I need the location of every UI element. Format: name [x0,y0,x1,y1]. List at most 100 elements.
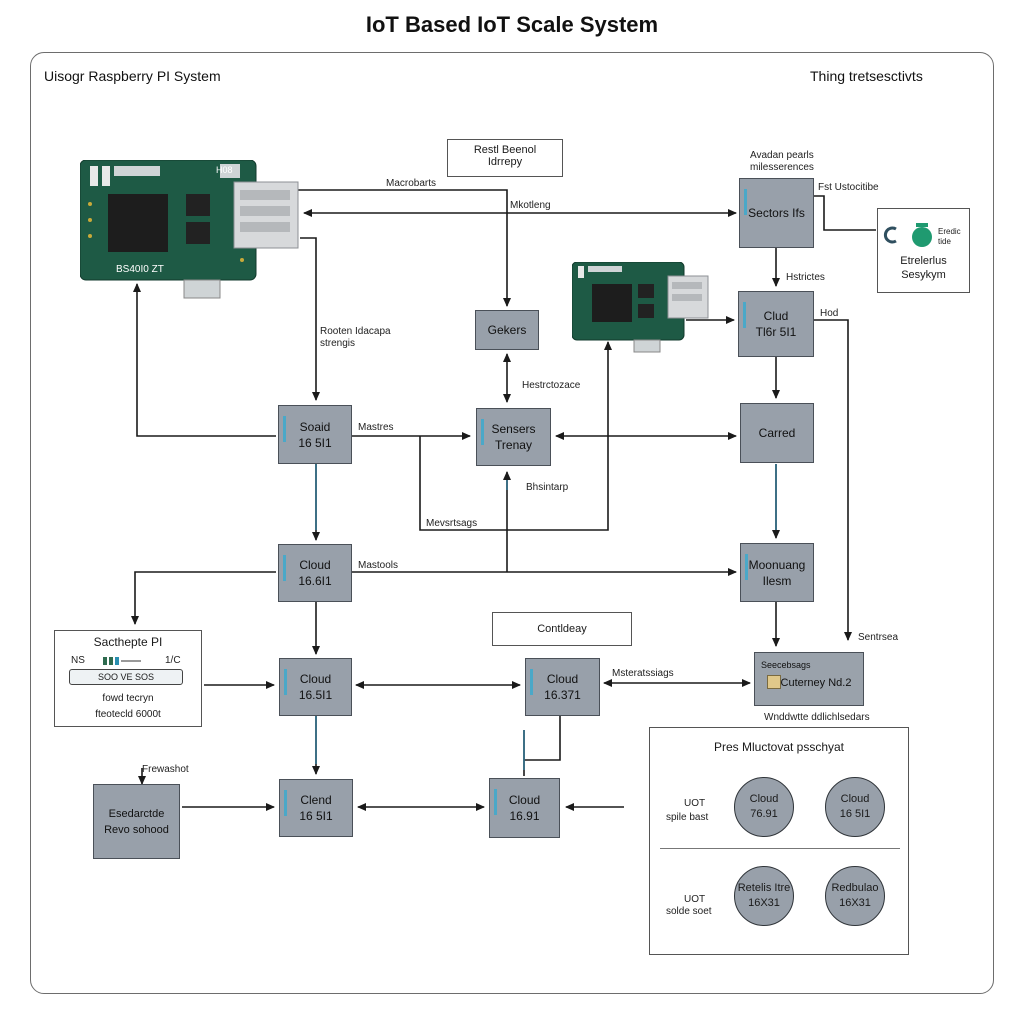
node-cloud-top-label: Clud [763,309,789,323]
label-avadan-2: milesserences [750,162,814,173]
thing-system-box: Eredic tide Etrelerlus Sesykym [877,208,970,293]
device-icon [883,223,932,247]
results-panel-title: Pres Mluctovat psschyat [713,740,845,754]
scale-panel: Sacthepte PI NS 1/C SOO VE SOS fowd tecr… [54,630,202,727]
header-right: Thing tretsesctivts [810,68,923,84]
node-cloud-1-label: Cloud [299,558,331,572]
node-soaid[interactable]: Soaid 16 5I1 [278,405,352,464]
node-cloud-4[interactable]: Cloud 16.91 [489,778,560,838]
label-wnddwte: Wnddwtte ddlichlsedars [764,712,870,723]
label-hod: Hod [820,308,839,319]
result-circle-1-value: 76.91 [750,808,778,820]
result-circle-1[interactable]: Cloud 76.91 [734,777,794,837]
label-bhstritrp: Bhsintarp [526,482,569,493]
results-divider [660,848,900,849]
page-title: IoT Based IoT Scale System [365,12,659,37]
scale-panel-title: Sacthepte PI [93,635,163,649]
node-clend-value: 16 5I1 [299,809,333,823]
node-monuang[interactable]: Moonuang Ilesm [740,543,814,602]
node-cloud-3-label: Cloud [546,672,579,686]
result-circle-2[interactable]: Cloud 16 5I1 [825,777,885,837]
sensor-card[interactable]: Seecebsags Cuterney Nd.2 [754,652,864,706]
result-circle-4-label: Redbulao [831,882,879,894]
scale-value-display: SOO VE SOS [69,669,183,685]
label-mstoracasges: Msteratssiags [612,668,674,679]
result-circle-3-value: 16X31 [748,897,780,909]
label-avadan-1: Avadan pearls [750,150,814,161]
top-info-box: Restl Beenol Idrrepy [447,139,563,177]
scale-right-label: 1/C [165,655,181,666]
node-cloud-4-label: Cloud [508,793,541,807]
node-cloud-4-value: 16.91 [509,809,540,823]
scale-line1: fowd tecryn [102,693,154,704]
node-cloud-1[interactable]: Cloud 16.6I1 [278,544,352,602]
label-macrobarts: Macrobarts [386,178,437,189]
raspberry-pi-board-secondary [571,261,716,363]
row2-label-1: UOT [684,894,706,905]
node-cloud-top[interactable]: Clud Tl6r 5I1 [738,291,814,357]
scale-line2: fteotecld 6000t [95,709,161,720]
thing-box-line2: Sesykym [901,269,946,281]
node-gekers-label: Gekers [487,323,527,337]
node-sensors-mid-label: Sensers [491,422,536,436]
label-rodn-1: Rooten Idacapa [320,326,391,337]
label-mkotleng: Mkotleng [510,200,551,211]
label-sentrsea: Sentrsea [858,632,899,643]
node-cloud-top-value: Tl6r 5I1 [755,325,797,339]
board-chip-label: H08 [216,165,233,175]
diagram-frame [30,52,994,994]
node-sensors-top-label: Sectors Ifs [748,206,805,220]
row2-label-2: solde soet [666,906,712,917]
folder-icon [767,675,781,689]
label-mevstrtags: Mevsrtsags [426,518,478,529]
label-fst: Fst Ustocitibe [818,182,879,193]
thing-icon-text-1: Eredic [938,227,961,236]
result-circle-3[interactable]: Retelis Itre 16X31 [734,866,794,926]
scale-left-label: NS [71,655,85,666]
node-cloud-3-value: 16.371 [544,688,581,702]
sensor-card-main: Cuterney Nd.2 [780,677,852,689]
top-box-line1: Restl Beenol [473,144,537,156]
node-carred-label: Carred [758,426,796,440]
result-circle-3-label: Retelis Itre [737,882,791,894]
board-label: BS40I0 ZT [116,264,164,275]
result-circle-2-value: 16 5I1 [839,808,871,820]
sensor-card-top: Seecebsags [761,660,811,670]
node-clend-label: Clend [300,793,332,807]
node-cloud-2-value: 16.5I1 [298,688,333,702]
label-rodn-2: strengis [320,338,356,349]
node-carred[interactable]: Carred [740,403,814,463]
result-circle-4[interactable]: Redbulao 16X31 [825,866,885,926]
result-circle-2-label: Cloud [840,793,870,805]
node-sensors-mid[interactable]: Sensers Trenay [476,408,551,466]
thing-icon-text-2: tide [938,237,951,246]
node-sensors-top[interactable]: Sectors Ifs [739,178,814,248]
node-bottom-left-label: Esedarctde [108,807,165,820]
label-mastres: Mastres [358,422,394,433]
row1-label-1: UOT [684,798,706,809]
thing-box-line1: Etrelerlus [900,255,947,267]
node-sensors-mid-value: Trenay [495,438,532,452]
header-left: Uisogr Raspberry PI System [44,68,221,84]
node-cloud-3[interactable]: Cloud 16.371 [525,658,600,716]
node-clend[interactable]: Clend 16 5I1 [279,779,353,837]
node-monuang-value: Ilesm [762,573,792,588]
node-cloud-2[interactable]: Cloud 16.5I1 [279,658,352,716]
node-bottom-left-value: Revo sohood [104,823,169,836]
label-frewashot: Frewashot [142,764,189,775]
node-soaid-value: 16 5I1 [298,435,332,450]
node-cloud-1-value: 16.6I1 [298,574,332,588]
node-gekers[interactable]: Gekers [475,310,539,350]
top-box-line2: Idrrepy [487,156,523,168]
result-circle-1-label: Cloud [749,793,779,805]
center-label-box: Contldeay [492,612,632,646]
node-soaid-label: Soaid [299,419,331,434]
label-mastools: Mastools [358,560,399,571]
label-hstrictes: Hstrictes [786,272,825,283]
label-hestrctozace: Hestrctozace [522,380,581,391]
result-circle-4-value: 16X31 [839,897,871,909]
node-bottom-left[interactable]: Esedarctde Revo sohood [93,784,180,859]
node-cloud-2-label: Cloud [299,672,332,686]
raspberry-pi-board-main: BS40I0 ZT H08 [79,159,306,305]
